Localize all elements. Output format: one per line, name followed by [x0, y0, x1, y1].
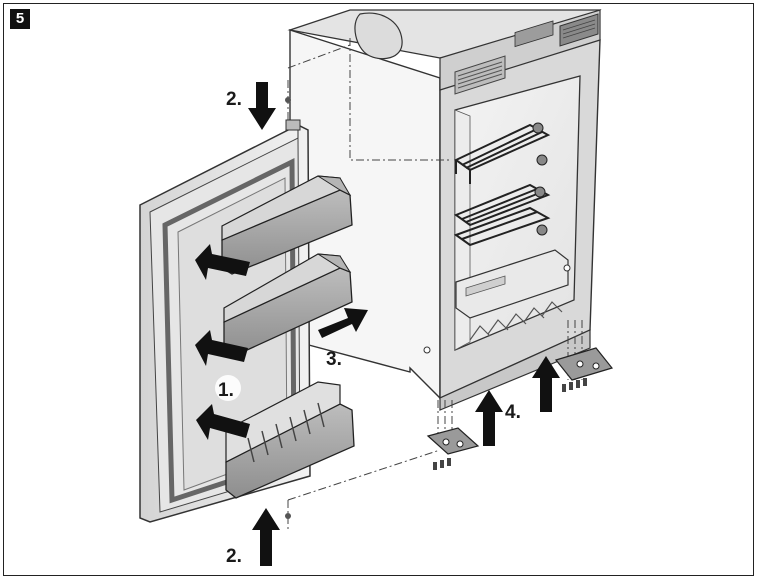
hinge-screw-top	[285, 97, 291, 103]
mounting-bracket-left	[428, 428, 478, 470]
hinge-screw-bottom	[285, 513, 291, 519]
step2-top-label: 2.	[226, 89, 242, 110]
step1-label: 1.	[218, 380, 234, 401]
arrow-step2-up	[252, 508, 280, 566]
step2-bottom-label: 2.	[226, 546, 242, 567]
arrow-step2-down	[248, 82, 276, 130]
step4-label: 4.	[505, 402, 521, 423]
arrow-step4-up-left	[475, 390, 503, 446]
step3-label: 3.	[326, 349, 342, 370]
